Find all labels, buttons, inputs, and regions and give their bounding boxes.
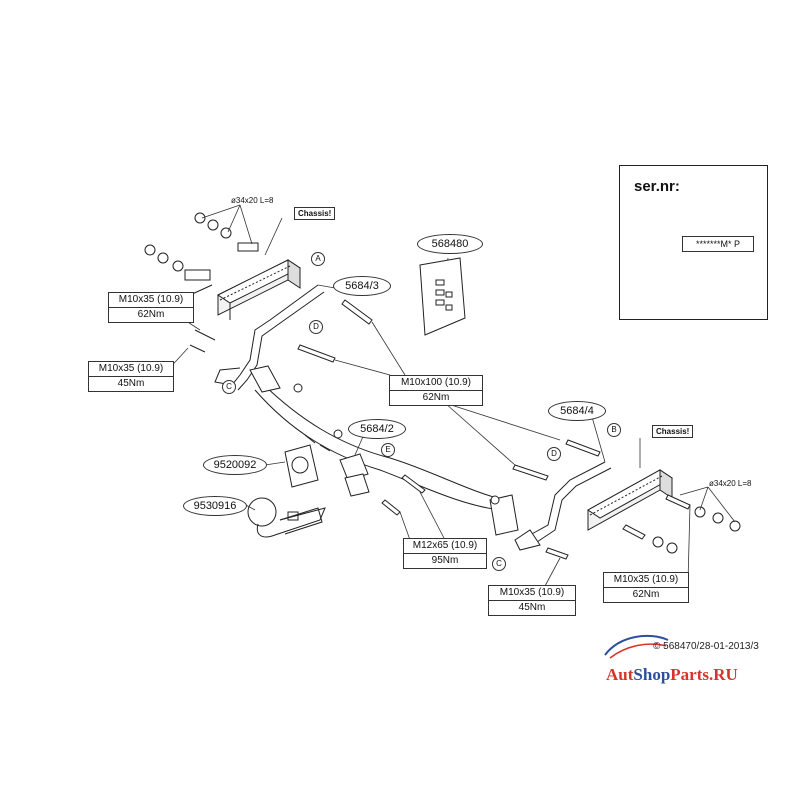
bolt-spec-text: M10x100 (10.9) xyxy=(400,377,472,388)
chassis-note-right: Chassis! xyxy=(652,425,694,438)
chassis-note-left: Chassis! xyxy=(294,207,336,220)
main-cross-beam xyxy=(249,365,506,511)
spacer-dimension-left: ø34x20 L=8 xyxy=(231,196,274,205)
bolt-spec-text: M10x35 (10.9) xyxy=(98,363,164,374)
bolt-spec-text: M10x35 (10.9) xyxy=(499,587,565,598)
right-side-arm xyxy=(489,461,612,551)
electrical-module xyxy=(419,257,466,336)
fasteners xyxy=(144,212,741,560)
bolt-torque-text: 62Nm xyxy=(109,307,193,322)
part-label-9530916: 9530916 xyxy=(183,496,247,516)
marker-a: A xyxy=(311,252,325,266)
marker-e: E xyxy=(381,443,395,457)
watermark-logo: AutShopParts.RU xyxy=(606,665,738,685)
bolt-spec-text: M10x35 (10.9) xyxy=(613,574,679,585)
marker-c: C xyxy=(492,557,506,571)
bolt-spec-text: M10x35 (10.9) xyxy=(118,294,184,305)
bolt-spec-center: M10x100 (10.9) 62Nm xyxy=(389,375,483,406)
left-chassis-bracket xyxy=(217,259,301,320)
bolt-torque-text: 62Nm xyxy=(604,587,688,602)
detachable-ball xyxy=(247,497,326,538)
marker-b: B xyxy=(607,423,621,437)
marker-d: D xyxy=(547,447,561,461)
marker-c: C xyxy=(222,380,236,394)
part-label-568480: 568480 xyxy=(417,234,483,254)
leader-lines xyxy=(165,204,736,587)
bolt-torque-text: 45Nm xyxy=(489,600,575,615)
bolt-torque-text: 95Nm xyxy=(404,553,486,568)
spacer-dimension-right: ø34x20 L=8 xyxy=(709,479,752,488)
serial-number-mask: *******M* P xyxy=(682,236,754,252)
bolt-spec-top-left: M10x35 (10.9) 62Nm xyxy=(108,292,194,323)
copyright-text: © 568470/28-01-2013/3 xyxy=(653,641,759,652)
part-label-9520092: 9520092 xyxy=(203,455,267,475)
watermark-part-c: Parts.RU xyxy=(670,665,738,684)
watermark-swoosh xyxy=(604,634,669,659)
ball-housing xyxy=(284,444,370,497)
part-label-5684-4: 5684/4 xyxy=(548,401,606,421)
bolt-spec-mid-left: M10x35 (10.9) 45Nm xyxy=(88,361,174,392)
bolt-torque-text: 45Nm xyxy=(89,376,173,391)
bolt-spec-bottom-right: M10x35 (10.9) 62Nm xyxy=(603,572,689,603)
bolt-spec-bottom-center: M10x35 (10.9) 45Nm xyxy=(488,585,576,616)
watermark-part-b: Shop xyxy=(633,665,671,684)
bolt-torque-text: 62Nm xyxy=(390,390,482,405)
right-chassis-bracket xyxy=(587,469,673,531)
bolt-spec-m12: M12x65 (10.9) 95Nm xyxy=(403,538,487,569)
serial-number-title: ser.nr: xyxy=(634,178,680,195)
part-label-5684-2: 5684/2 xyxy=(348,419,406,439)
bolt-spec-text: M12x65 (10.9) xyxy=(412,540,478,551)
marker-d: D xyxy=(309,320,323,334)
watermark-part-a: Aut xyxy=(606,665,634,684)
part-label-5684-3: 5684/3 xyxy=(333,276,391,296)
